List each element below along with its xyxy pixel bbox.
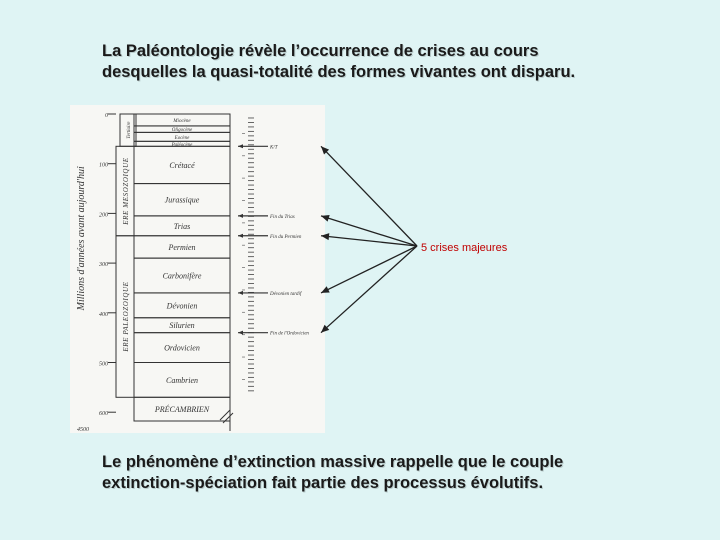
period-label: Trias: [174, 222, 190, 231]
crisis-marker-head: [238, 330, 243, 335]
crises-annotation-label: 5 crises majeures: [421, 242, 508, 254]
crisis-marker-head: [238, 233, 243, 238]
period-label: Miocène: [172, 119, 191, 124]
crisis-label: Fin du Permien: [269, 235, 302, 240]
axis-tick-label: 300: [98, 262, 108, 268]
period-label: Carbonifère: [163, 272, 202, 281]
crisis-arrow: [320, 245, 418, 294]
geologic-timescale-diagram: Millions d'années avant aujourd'hui 0 100 2…: [70, 105, 325, 433]
axis-tick-label: 400: [99, 311, 108, 318]
period-label: Eocène: [174, 136, 190, 141]
conclusion-line-2: extinction-spéciation fait partie des pr…: [102, 474, 544, 492]
period-label: PRÉCAMBRIEN: [154, 404, 210, 414]
crisis-label: K/T: [269, 145, 279, 150]
conclusion-line-1: Le phénomène d’extinction massive rappel…: [102, 453, 564, 471]
period-label: Oligocène: [172, 128, 193, 133]
period-label: Jurassique: [165, 196, 200, 205]
period-label: Permien: [167, 243, 195, 252]
crisis-label: Dévonien tardif: [269, 292, 302, 297]
slide-title-line-1: La Paléontologie révèle l’occurrence de …: [102, 42, 539, 60]
period-label: Crétacé: [169, 161, 195, 170]
crisis-arrow: [320, 245, 418, 334]
axis-tick-label: 100: [99, 163, 108, 169]
axis-tick-label: 500: [99, 362, 108, 368]
slide-title: La Paléontologie révèle l’occurrence de …: [102, 41, 662, 83]
tertiary-label: Tertiaire: [127, 121, 132, 139]
axis-tick-label: 600: [99, 411, 108, 417]
axis-tick-label: 200: [99, 212, 108, 218]
crisis-arrow: [320, 215, 418, 247]
period-label: Cambrien: [166, 376, 198, 385]
axis-title: Millions d'années avant aujourd'hui: [76, 166, 87, 311]
period-label: Ordovicien: [164, 344, 200, 353]
crisis-marker-head: [238, 213, 243, 218]
crisis-arrow: [320, 235, 418, 247]
slide-conclusion: Le phénomène d’extinction massive rappel…: [102, 452, 662, 494]
crisis-label: Fin du Trias: [269, 215, 295, 220]
crisis-marker-head: [238, 144, 243, 149]
crisis-arrow: [320, 145, 418, 247]
timescale-svg: Millions d'années avant aujourd'hui 0 100 2…: [76, 113, 309, 433]
break-mark: [219, 409, 231, 421]
era-label: ERE MESOZOIQUE: [122, 157, 130, 225]
break-mark: [222, 412, 234, 424]
crisis-marker-head: [238, 290, 243, 295]
tertiary-band: [119, 113, 137, 147]
period-label: Paléocène: [171, 143, 194, 148]
era-label: ERE PALEOZOIQUE: [122, 281, 130, 352]
period-label: Dévonien: [166, 301, 198, 310]
slide-title-line-2: desquelles la quasi-totalité des formes …: [102, 63, 576, 81]
crisis-label: Fin de l'Ordovicien: [269, 332, 309, 337]
period-label: Silurien: [169, 321, 194, 330]
axis-tick-label: 4500: [77, 426, 89, 433]
axis-tick-label: 0: [105, 113, 108, 119]
